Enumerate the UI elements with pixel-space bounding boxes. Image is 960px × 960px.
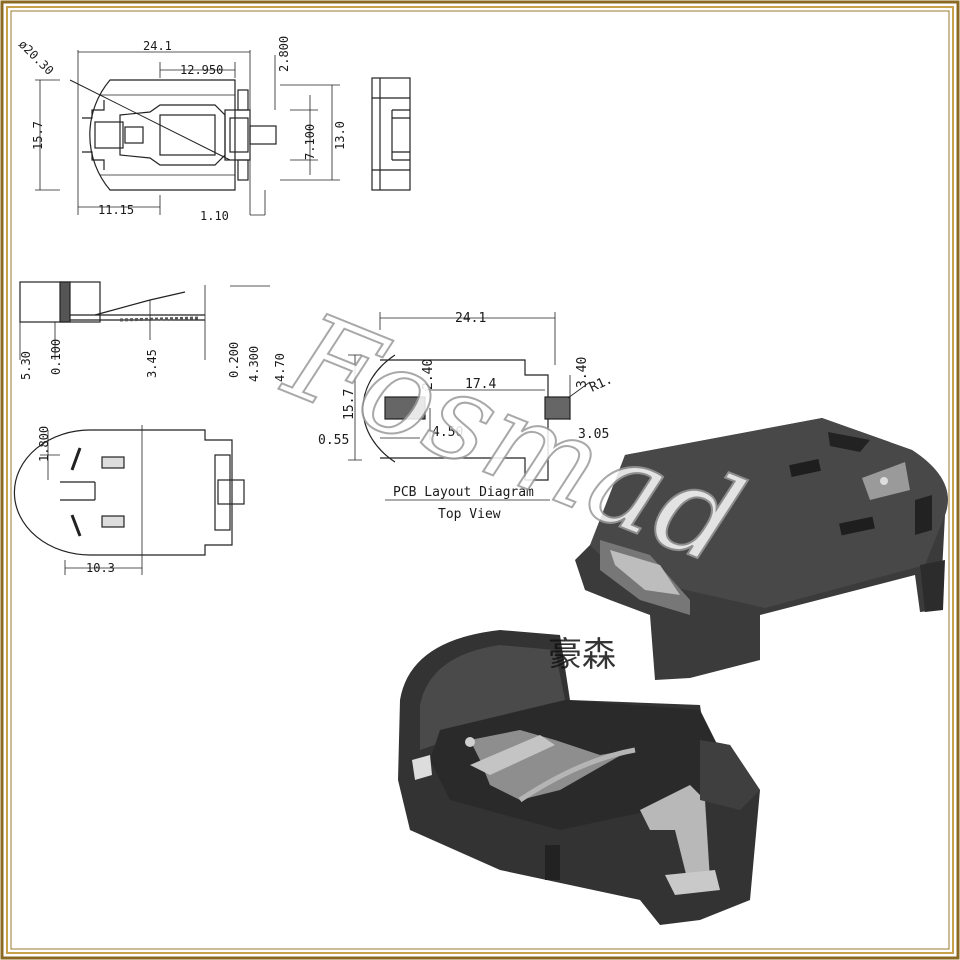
pcb-dim-pad-width: 4.50	[432, 425, 463, 440]
dim-pin-width: 1.10	[200, 209, 229, 223]
dim-height-pin-inner: 7.100	[303, 124, 317, 160]
end-view-drawing	[371, 77, 411, 191]
dim-side-h4: 0.200	[227, 342, 241, 378]
pcb-dim-pad-spacing: 17.4	[465, 377, 496, 392]
dim-width-total: 24.1	[143, 39, 172, 53]
pcb-dim-radius: R1.	[587, 372, 615, 396]
pcb-dim-width: 24.1	[455, 311, 486, 326]
pcb-dim-pad-height: 3.40	[575, 357, 590, 388]
side-view-drawing	[19, 281, 270, 360]
top-view-drawing	[35, 50, 340, 216]
dim-diameter: ø20.30	[16, 37, 57, 78]
bottom-view-labels: 1.800 10.3	[37, 426, 115, 575]
dim-side-h3: 3.45	[145, 349, 159, 378]
dim-bottom-top: 1.800	[37, 426, 51, 462]
dim-height-total: 15.7	[31, 121, 45, 150]
watermark-text: Fosmad	[267, 287, 759, 594]
dim-side-h5: 4.300	[247, 346, 261, 382]
pcb-dim-edge: 0.55	[318, 433, 349, 448]
watermark-chinese: 豪森	[548, 635, 616, 675]
holder-photo-bottom	[398, 630, 760, 925]
top-view-labels: ø20.30 24.1 12.950 15.7 2.800 7.100 13.0…	[16, 36, 347, 223]
dim-side-h2: 0.100	[49, 339, 63, 375]
pcb-layout-labels: 24.1 15.7 2.40 17.4 3.40 R1. 4.50 0.55 3…	[318, 311, 615, 522]
pcb-dim-pad-depth: 3.05	[578, 427, 609, 442]
pcb-layout-subtitle: Top View	[438, 507, 501, 522]
dim-side-h6: 4.70	[273, 353, 287, 382]
dim-left-width: 11.15	[98, 203, 134, 217]
dim-width-inner: 12.950	[180, 63, 223, 77]
holder-photo-top	[575, 418, 948, 680]
dim-height-pin: 13.0	[333, 121, 347, 150]
pcb-dim-height: 15.7	[342, 389, 357, 420]
dim-side-h1: 5.30	[19, 351, 33, 380]
pcb-dim-top-gap: 2.40	[421, 359, 436, 390]
side-view-labels: 5.30 0.100 3.45 0.200 4.300 4.70	[19, 339, 287, 382]
dim-bottom-width: 10.3	[86, 561, 115, 575]
dim-top-offset: 2.800	[277, 36, 291, 72]
pcb-layout-drawing	[348, 312, 591, 501]
bottom-view-drawing	[13, 425, 245, 575]
pcb-layout-title: PCB Layout Diagram	[393, 485, 534, 500]
